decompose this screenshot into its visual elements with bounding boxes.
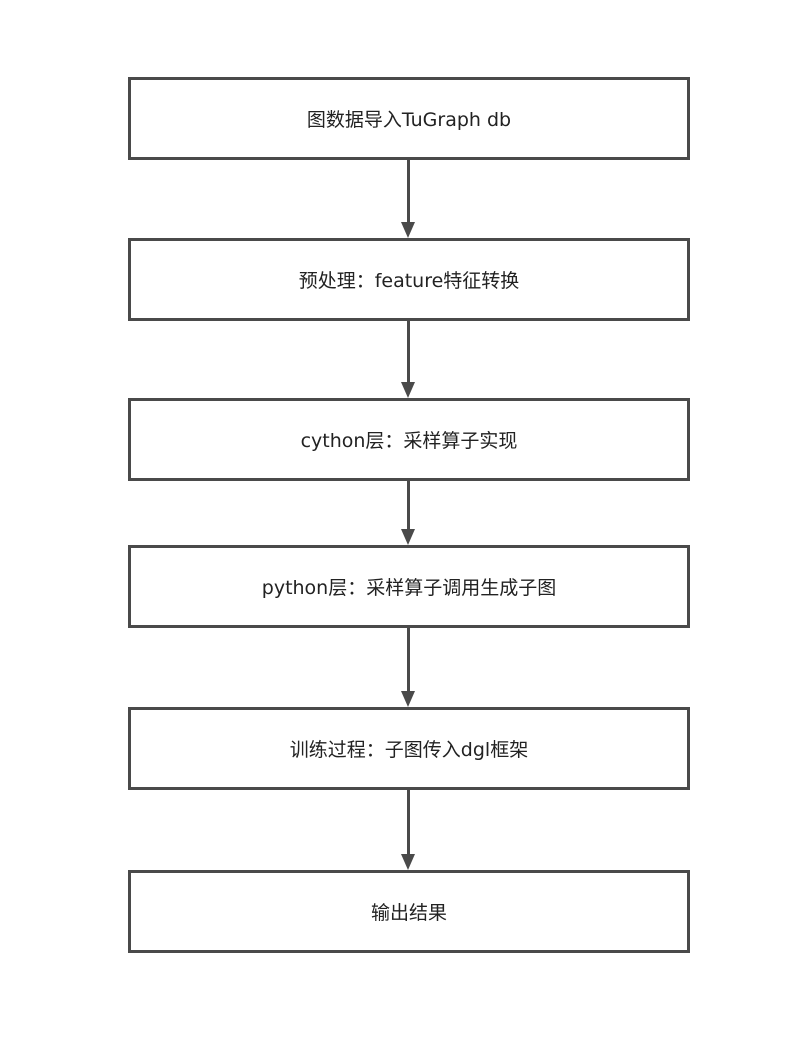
arrow-head-icon: [401, 854, 415, 870]
arrow-head-icon: [401, 222, 415, 238]
arrow-line: [406, 481, 410, 531]
step-box-training: 训练过程：子图传入dgl框架: [128, 707, 690, 790]
step-box-python: python层：采样算子调用生成子图: [128, 545, 690, 628]
arrow-line: [406, 628, 410, 693]
arrow-head-icon: [401, 691, 415, 707]
step-label: cython层：采样算子实现: [300, 430, 518, 452]
arrow-line: [406, 321, 410, 384]
step-label: 预处理：feature特征转换: [298, 270, 520, 292]
arrow-head-icon: [401, 529, 415, 545]
step-box-import: 图数据导入TuGraph db: [128, 77, 690, 160]
step-box-preprocess: 预处理：feature特征转换: [128, 238, 690, 321]
step-box-cython: cython层：采样算子实现: [128, 398, 690, 481]
step-label: 训练过程：子图传入dgl框架: [289, 739, 529, 761]
step-label: 输出结果: [370, 902, 447, 924]
step-label: python层：采样算子调用生成子图: [261, 577, 557, 599]
step-box-output: 输出结果: [128, 870, 690, 953]
arrow-line: [406, 160, 410, 224]
arrow-line: [406, 790, 410, 856]
step-label: 图数据导入TuGraph db: [306, 109, 512, 131]
arrow-head-icon: [401, 382, 415, 398]
